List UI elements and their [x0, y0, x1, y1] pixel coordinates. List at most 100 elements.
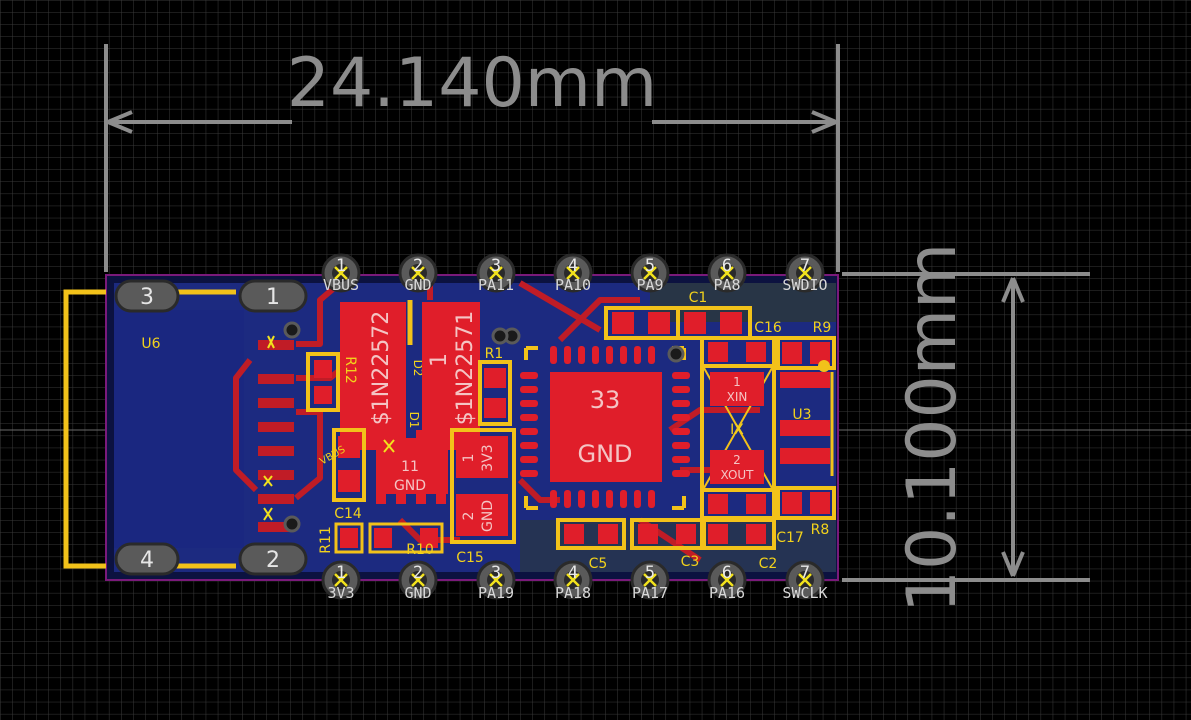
drill-marker [489, 266, 503, 280]
pin-label: PA17 [632, 584, 668, 602]
drill-marker [720, 573, 734, 587]
crystal-pad2-net: XOUT [720, 468, 754, 482]
pin-number: 6 [722, 256, 732, 276]
usb-signal-pad [258, 446, 294, 456]
diode-d2-ref: D2 [411, 360, 425, 377]
usb-pad-2 [238, 542, 308, 576]
usb-pad-1 [238, 279, 308, 313]
usb-signal-pad [258, 470, 294, 480]
pin-label: PA18 [555, 584, 591, 602]
resistor-r9[interactable]: R9 [776, 320, 836, 370]
usb-pad-2-label: 2 [266, 548, 280, 573]
diode-d1-body [422, 302, 480, 450]
diode-d1[interactable]: $1N22571 1 D1 [407, 300, 480, 450]
resistor-r10[interactable]: R10 [368, 522, 444, 558]
pin-label: 3V3 [327, 584, 354, 602]
ic-u3[interactable]: U3 [780, 360, 834, 476]
capacitor-c3[interactable]: C3 [630, 518, 706, 570]
pin-number: 5 [645, 563, 655, 583]
usb-pad-4-label: 4 [140, 548, 154, 573]
usb-signal-pad [258, 522, 294, 532]
r9-ref: R9 [813, 320, 832, 336]
diode-d1-pad-label: 1 [427, 353, 452, 367]
pin-number: 1 [336, 563, 346, 583]
pin-number: 7 [800, 563, 810, 583]
c16-ref: C16 [754, 320, 782, 336]
capacitor-c1[interactable]: C1 [604, 290, 752, 340]
height-dimension-label: 10.100mm [893, 243, 972, 613]
mcu[interactable]: 33 GND [520, 345, 690, 510]
usb-via [283, 515, 301, 533]
pin-label: PA8 [713, 276, 740, 294]
crystal-pad-1 [710, 372, 764, 406]
regulator-pad2-net: GND [480, 500, 496, 532]
usb-connector-u6[interactable]: 3 1 4 2 U6 [63, 279, 308, 576]
drill-marker [411, 266, 425, 280]
regulator[interactable]: 11 GND 1 3V3 2 GND [376, 428, 516, 544]
pin-number: 7 [800, 256, 810, 276]
pin-label: PA10 [555, 276, 591, 294]
c3-ref: C3 [681, 554, 700, 570]
resistor-r12[interactable]: R12 [306, 352, 358, 412]
r1-ref: R1 [485, 346, 504, 362]
usb-pad-3 [114, 279, 180, 313]
crystal-x1[interactable]: 1 XIN 2 XOUT IX [700, 364, 776, 492]
regulator-pad11-net: GND [394, 478, 426, 494]
drill-marker [798, 266, 812, 280]
usb-signal-pad [258, 494, 294, 504]
c17-ref: C17 [776, 530, 804, 546]
mcu-pins [520, 346, 690, 508]
c5-ref: C5 [589, 556, 608, 572]
usb-via-marker [263, 475, 273, 487]
capacitor-c17[interactable]: C17 [700, 488, 804, 546]
pin-label: PA9 [636, 276, 663, 294]
usb-pad-1-label: 1 [266, 285, 280, 310]
drill-marker [643, 573, 657, 587]
u3-ref: U3 [792, 407, 811, 423]
drill-marker [489, 573, 503, 587]
pin-number: 4 [568, 256, 578, 276]
regulator-pad1-net: 3V3 [480, 444, 496, 471]
usb-pad-3-label: 3 [140, 285, 154, 310]
pin-label: PA11 [478, 276, 514, 294]
crystal-pad2-num: 2 [733, 453, 741, 467]
c1-ref: C1 [689, 290, 708, 306]
usb-via-marker [267, 335, 275, 349]
capacitor-c5[interactable]: C5 [556, 518, 626, 572]
usb-designator: U6 [141, 336, 160, 352]
resistor-r8[interactable]: R8 [776, 486, 836, 538]
resistor-r1[interactable]: R1 [478, 327, 521, 426]
mcu-pad-net: GND [577, 440, 632, 468]
pin-label: PA19 [478, 584, 514, 602]
pin-label: SWCLK [782, 584, 827, 602]
regulator-pad1-num: 1 [461, 454, 477, 463]
pin-number: 5 [645, 256, 655, 276]
diode-d2[interactable]: $1N22572 D2 [340, 302, 425, 450]
usb-signal-pad [258, 398, 294, 408]
diode-d2-body [340, 302, 406, 450]
pin-number: 4 [568, 563, 578, 583]
resistor-r11[interactable]: R11 [318, 522, 364, 554]
mcu-pad-num: 33 [590, 386, 621, 414]
crystal-pad-2 [710, 450, 764, 484]
regulator-pad2-num: 2 [461, 512, 477, 521]
drill-marker [411, 573, 425, 587]
width-dimension-label: 24.140mm [287, 44, 657, 123]
